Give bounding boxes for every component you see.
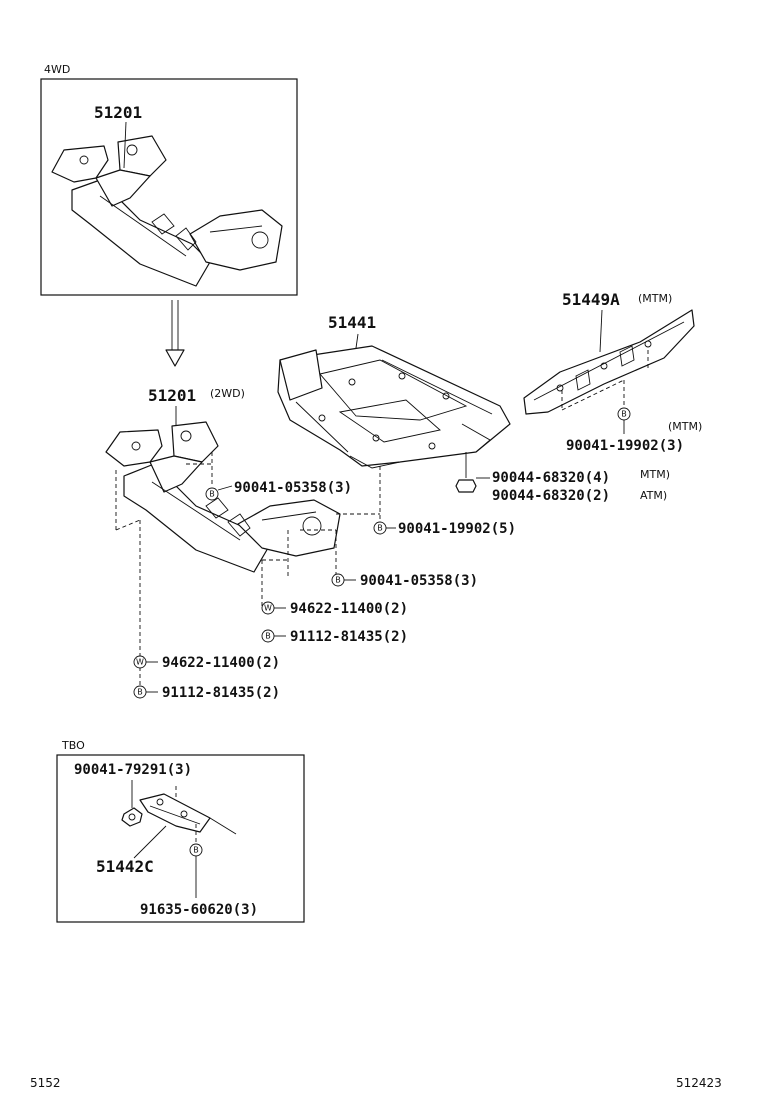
fastener-90044-68320-4[interactable]: 90044-68320(4) [492,470,610,486]
fastener-90041-19902-3[interactable]: 90041-19902(3) [566,438,684,454]
svg-text:W: W [136,658,144,667]
callout-94622-11400-lower: W 94622-11400(2) [133,655,280,671]
note-atm-68320: ATM) [640,489,667,502]
svg-text:B: B [137,688,143,697]
part-51449a[interactable]: 51449A [562,290,620,309]
svg-text:B: B [209,490,215,499]
note-mtm-19902: (MTM) [668,420,702,433]
fastener-91635-60620[interactable]: 91635-60620(3) [140,902,258,918]
callout-90041-05358-lower: B 90041-05358(3) [331,573,478,589]
callout-91635-60620: B [189,843,203,898]
crossmember-2wd-drawing [105,421,341,573]
leader-51442c [133,825,167,859]
callout-90041-05358-upper: B 90041-05358(3) [205,480,352,501]
side-cover-dashed-leaders [561,350,649,411]
footer-right-code: 512423 [676,1076,722,1090]
svg-text:W: W [264,604,272,613]
note-mtm-side-cover: (MTM) [638,292,672,305]
transfer-arrow [165,300,185,367]
fastener-94622-11400-lower[interactable]: 94622-11400(2) [162,655,280,671]
crossmember-4wd-drawing [51,135,283,287]
fastener-91112-81435-upper[interactable]: 91112-81435(2) [290,629,408,645]
side-cover-drawing [523,309,695,415]
callout-94622-11400-upper: W 94622-11400(2) [261,601,408,617]
bolt-hex-68320 [455,452,477,493]
fastener-91112-81435-lower[interactable]: 91112-81435(2) [162,685,280,701]
fastener-90041-05358-lower[interactable]: 90041-05358(3) [360,573,478,589]
tbo-cover-drawing [139,786,237,844]
nut-79291 [121,807,143,827]
fastener-90041-19902-5[interactable]: 90041-19902(5) [398,521,516,537]
svg-text:B: B [193,846,199,855]
box-tbo [56,754,305,923]
part-51442c[interactable]: 51442C [96,857,154,876]
under-cover-drawing [277,345,511,469]
svg-text:B: B [377,524,383,533]
part-51441[interactable]: 51441 [328,313,376,332]
svg-text:B: B [621,410,627,419]
callout-90041-19902-5: B 90041-19902(5) [373,521,516,537]
callout-90041-19902-3: B (MTM) 90041-19902(3) [566,407,702,454]
leader-51449a [599,309,603,353]
crossmember-dashed-leaders [115,452,381,688]
fastener-90041-05358-upper[interactable]: 90041-05358(3) [234,480,352,496]
box-4wd [40,78,298,296]
note-2wd: (2WD) [210,387,245,400]
callout-91112-81435-lower: B 91112-81435(2) [133,685,280,701]
svg-text:B: B [335,576,341,585]
label-4wd: 4WD [44,63,70,76]
part-51201-4wd[interactable]: 51201 [94,103,142,122]
svg-text:B: B [265,632,271,641]
label-tbo: TBO [61,739,85,752]
fastener-94622-11400-upper[interactable]: 94622-11400(2) [290,601,408,617]
callout-90044-68320: 90044-68320(4) MTM) 90044-68320(2) ATM) [476,468,670,504]
note-mtm-68320: MTM) [640,468,670,481]
leader-51201-4wd [123,121,127,169]
fastener-90044-68320-2[interactable]: 90044-68320(2) [492,488,610,504]
part-51201-2wd[interactable]: 51201 [148,386,196,405]
callout-91112-81435-upper: B 91112-81435(2) [261,629,408,645]
footer-left-code: 5152 [30,1076,61,1090]
fastener-90041-79291[interactable]: 90041-79291(3) [74,762,192,778]
